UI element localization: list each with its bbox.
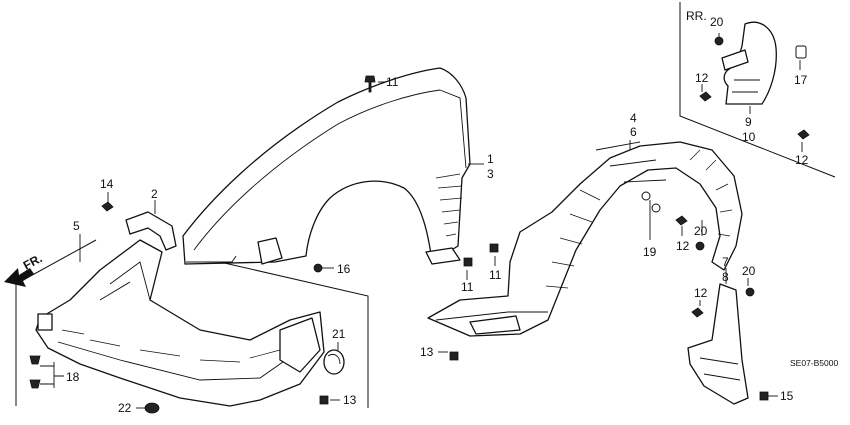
callout-16: 16	[337, 262, 351, 276]
clip-11b[interactable]	[489, 243, 499, 253]
callout-3: 3	[487, 167, 494, 181]
callout-20-liner: 20	[694, 224, 708, 238]
callout-6: 6	[630, 125, 637, 139]
bolt-13b[interactable]	[449, 351, 459, 361]
callout-4: 4	[630, 111, 637, 125]
callout-11-fender-clip: 11	[386, 75, 399, 89]
callout-1: 1	[487, 152, 494, 166]
clip-18a[interactable]	[29, 355, 41, 365]
rear-nut-20[interactable]	[714, 36, 724, 46]
callout-12-rear-a: 12	[695, 71, 709, 85]
callout-11-liner-a: 11	[489, 268, 502, 282]
callout-13-liner: 13	[420, 345, 434, 359]
callout-22: 22	[118, 401, 132, 415]
clip-19a[interactable]	[641, 191, 651, 201]
callout-20-rear: 20	[710, 15, 724, 29]
clip-18b[interactable]	[29, 379, 41, 389]
fender-bolt-16[interactable]	[313, 263, 323, 273]
engine-under-cover[interactable]	[15, 239, 369, 408]
bracket-2[interactable]	[125, 211, 177, 251]
callout-9: 9	[745, 115, 752, 129]
callout-8: 8	[722, 270, 729, 284]
callout-7: 7	[722, 255, 729, 269]
rear-screw-12b[interactable]	[797, 129, 810, 140]
front-mudguard[interactable]	[687, 283, 749, 405]
callout-20-mudguard: 20	[742, 264, 756, 278]
screw-15[interactable]	[759, 391, 769, 401]
inner-fender-liner[interactable]	[427, 141, 743, 337]
front-arrow-icon	[4, 268, 34, 287]
clip-22[interactable]	[144, 402, 160, 414]
clip-19b[interactable]	[651, 203, 661, 213]
callout-17: 17	[794, 73, 808, 87]
front-direction-indicator: FR.	[4, 251, 44, 287]
callout-labels: 11 1 3 2 14 5 16 4 6 11 11 19 12 20 7 8 …	[66, 15, 809, 415]
leader-lines	[40, 81, 778, 409]
nut-20c[interactable]	[745, 287, 755, 297]
plug-21[interactable]	[323, 349, 345, 375]
callout-12-mudguard: 12	[694, 286, 708, 300]
callout-14: 14	[100, 177, 114, 191]
callout-5: 5	[73, 219, 80, 233]
callout-18: 18	[66, 370, 80, 384]
callout-10: 10	[742, 130, 756, 144]
callout-11-liner-b: 11	[461, 280, 474, 294]
rear-inset: RR.	[679, 2, 836, 178]
callout-19: 19	[643, 245, 657, 259]
callout-13-cover: 13	[343, 393, 357, 407]
rear-screw-12a[interactable]	[699, 91, 712, 102]
inset-frame	[679, 2, 836, 178]
front-fender[interactable]	[182, 67, 471, 265]
callout-2: 2	[151, 187, 158, 201]
bolt-14[interactable]	[101, 201, 114, 212]
rear-clip-17[interactable]	[795, 45, 807, 59]
screw-12c[interactable]	[675, 215, 688, 226]
nut-20b[interactable]	[695, 241, 705, 251]
callout-15: 15	[780, 389, 794, 403]
direction-label: FR.	[21, 251, 45, 272]
screw-12d[interactable]	[691, 307, 704, 318]
inset-title: RR.	[686, 9, 707, 23]
bolt-13a[interactable]	[319, 395, 329, 405]
rear-mudguard[interactable]	[723, 21, 777, 105]
clip-11c[interactable]	[463, 257, 473, 267]
callout-12-liner: 12	[676, 239, 690, 253]
fender-clip-11[interactable]	[364, 75, 376, 93]
diagram-code: SE07-B5000	[790, 358, 838, 368]
callout-12-rear-b: 12	[795, 153, 809, 167]
callout-21: 21	[332, 327, 346, 341]
